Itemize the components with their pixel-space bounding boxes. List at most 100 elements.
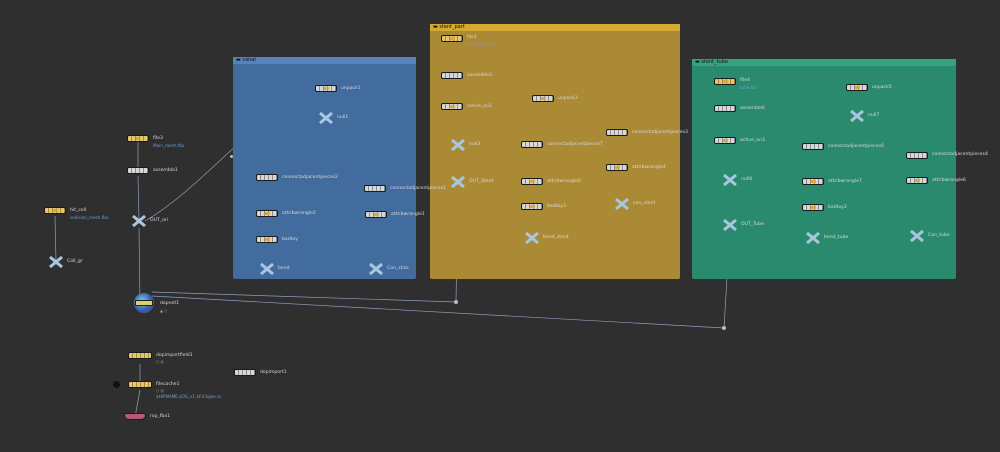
connectadjacentpieces-node-4[interactable] <box>906 152 928 159</box>
network-box-stent-part[interactable]: ▬ stent_part <box>430 24 680 279</box>
connectadjacentpieces-node-2[interactable] <box>256 174 278 181</box>
wrangle-icon <box>915 179 920 182</box>
node-label: null3 <box>469 142 481 147</box>
filecache-status-icon <box>113 381 120 388</box>
attribwrangle-node-5[interactable] <box>521 178 543 185</box>
node-label: assemble3 <box>467 73 492 78</box>
null-node-null7[interactable] <box>849 110 865 122</box>
wrangle-icon <box>265 212 270 215</box>
node-file-path: collision_mesh.fbx <box>70 215 109 220</box>
node-label: hit_coll <box>70 208 87 213</box>
null-node-bend[interactable] <box>259 263 275 275</box>
node-label: bend_tube <box>824 235 849 240</box>
node-file-path: Main_mesh.fbx <box>153 143 185 148</box>
null-node-null3[interactable] <box>450 139 466 151</box>
active-on-node-3[interactable] <box>714 137 736 144</box>
file-node-file1[interactable] <box>441 35 463 42</box>
assemble-node-assemble3[interactable] <box>441 72 463 79</box>
null-node-out-tube[interactable] <box>722 219 738 231</box>
attribwrangle-node-7[interactable] <box>802 178 824 185</box>
network-box-stent-part-header[interactable]: ▬ stent_part <box>430 24 680 31</box>
wire-dot[interactable] <box>722 326 726 330</box>
node-label: Coll_gr <box>67 259 83 264</box>
node-label: attribwrangle7 <box>828 179 862 184</box>
null-node-con-stent[interactable] <box>614 198 630 210</box>
active-on-node-1[interactable] <box>441 103 463 110</box>
node-label: attribwrangle6 <box>932 178 966 183</box>
node-label: Con_stick <box>387 266 409 271</box>
unpack-icon <box>324 87 329 90</box>
file-icon <box>723 80 728 83</box>
network-box-stent-tube-header[interactable]: ▬ stent_tube <box>692 59 956 66</box>
null-node-out-ori[interactable] <box>131 215 147 227</box>
network-box-canal-header[interactable]: ▬ canal <box>233 57 416 64</box>
node-file-path: stent_part.fbx <box>467 42 497 47</box>
attribwrangle-node-4[interactable] <box>606 164 628 171</box>
null-node-out-stent[interactable] <box>450 176 466 188</box>
null-node-con-tube[interactable] <box>909 230 925 242</box>
wrangle-icon <box>374 213 379 216</box>
dopnet-bar-icon <box>135 300 153 306</box>
file-node-file3[interactable] <box>127 135 149 142</box>
node-label: dopimportfield1 <box>156 353 193 358</box>
assemble-node-assemble6[interactable] <box>714 105 736 112</box>
badtoy-node[interactable] <box>256 236 278 243</box>
file-node-file4[interactable] <box>714 78 736 85</box>
null-node-con-stick[interactable] <box>368 263 384 275</box>
null-node-null1[interactable] <box>318 112 334 124</box>
node-label: connectadjacentpieces6 <box>828 144 884 149</box>
connectadjacentpieces-node-6[interactable] <box>802 143 824 150</box>
connectadjacentpieces-node-7[interactable] <box>521 141 543 148</box>
file-node-hit-coll[interactable] <box>44 207 66 214</box>
null-node-coll-gr[interactable] <box>48 256 64 268</box>
attribwrangle-node-1[interactable] <box>365 211 387 218</box>
connectadjacentpieces-node-1[interactable] <box>364 185 386 192</box>
connectadjacentpieces-node-3[interactable] <box>606 129 628 136</box>
node-label: badtoy2 <box>828 205 847 210</box>
filecache-node[interactable] <box>128 381 152 388</box>
node-label: dopnet1 <box>160 301 180 306</box>
dopimport-node[interactable] <box>234 369 256 376</box>
node-label: unpack3 <box>558 96 578 101</box>
null-node-null6[interactable] <box>722 174 738 186</box>
node-label: con_stent <box>633 201 656 206</box>
node-file-path: $HIPNAME.$OS_v1.$F4.bgeo.sc <box>156 394 222 399</box>
null-node-bend-stent[interactable] <box>524 232 540 244</box>
null-node-bend-tube[interactable] <box>805 232 821 244</box>
dopnet-node-dopnet1[interactable] <box>134 293 154 313</box>
badtoy3-node[interactable] <box>521 203 543 210</box>
unpack-icon <box>855 86 860 89</box>
attribwrangle-node-2[interactable] <box>256 210 278 217</box>
node-label: filecache1 <box>156 382 180 387</box>
wire-dot[interactable] <box>230 155 233 158</box>
file-icon <box>53 209 58 212</box>
attribwrangle-node-6[interactable] <box>906 177 928 184</box>
network-box-stent-tube[interactable]: ▬ stent_tube <box>692 59 956 279</box>
dopimportfield-node[interactable] <box>128 352 152 359</box>
assemble-node-assemble1[interactable] <box>127 167 149 174</box>
node-label: bend <box>278 266 290 271</box>
unpack-icon <box>541 97 546 100</box>
wire-dot[interactable] <box>454 300 458 304</box>
node-label: file4 <box>740 78 750 83</box>
rop-fbx-node[interactable] <box>124 413 146 420</box>
node-flags: ○ ◎ <box>156 388 164 393</box>
badtoy2-node[interactable] <box>802 204 824 211</box>
node-label: OUT_ori <box>150 218 169 223</box>
wrangle-icon <box>615 166 620 169</box>
node-flags: ○ ◎ <box>156 359 164 364</box>
unpack-node-unpack3[interactable] <box>532 95 554 102</box>
node-label: file1 <box>467 35 477 40</box>
node-label: null6 <box>741 177 753 182</box>
node-label: OUT_Tube <box>741 222 764 227</box>
file-icon <box>450 37 455 40</box>
unpack-node-unpack1[interactable] <box>315 85 337 92</box>
node-label: attribwrangle2 <box>282 211 316 216</box>
node-label: attribwrangle5 <box>547 179 581 184</box>
network-box-stent-part-title: stent_part <box>439 24 465 30</box>
node-label: badtoy <box>282 237 298 242</box>
unpack-node-unpack5[interactable] <box>846 84 868 91</box>
node-label: assemble1 <box>153 168 178 173</box>
node-label: null7 <box>868 113 880 118</box>
